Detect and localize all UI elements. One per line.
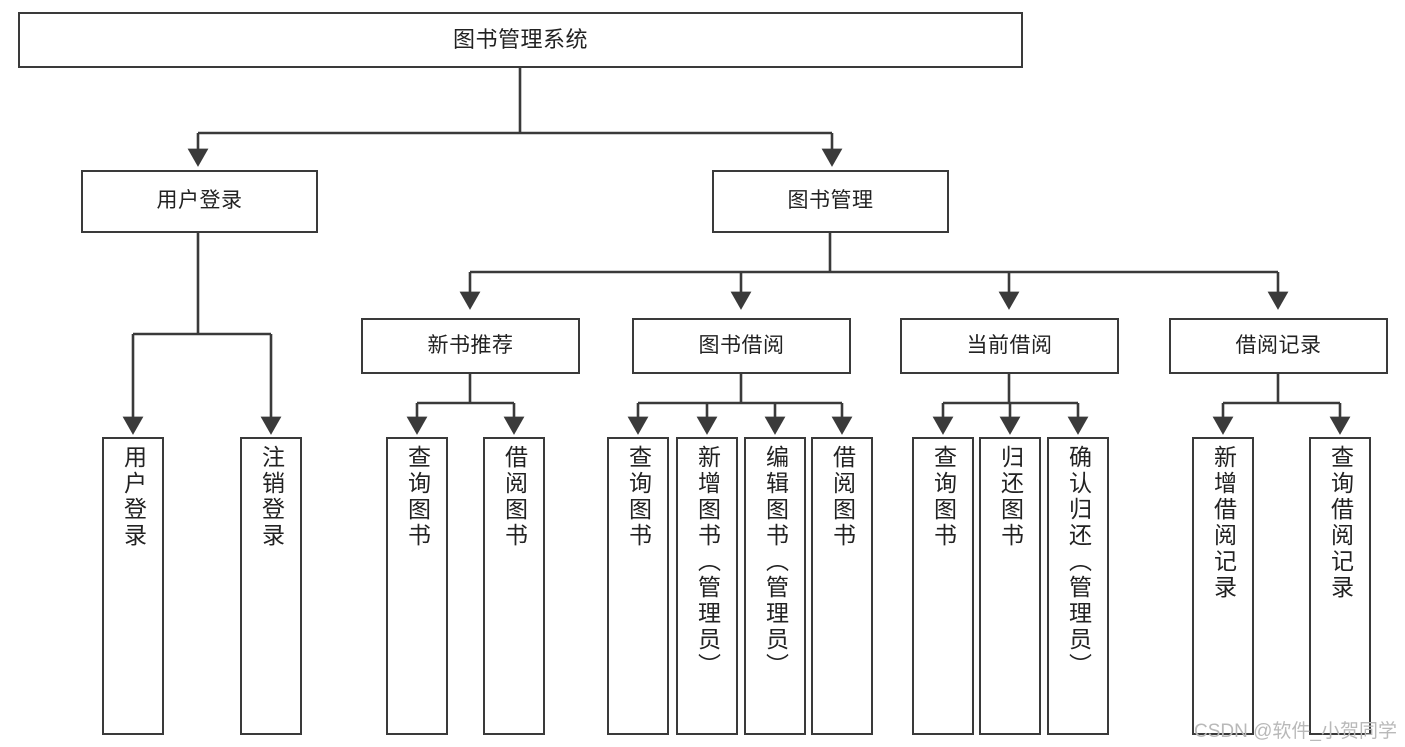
node-book-manage[interactable]: 图书管理 — [712, 170, 949, 233]
node-root[interactable]: 图书管理系统 — [18, 12, 1023, 68]
watermark-text: CSDN @软件_小贺同学 — [1194, 721, 1397, 742]
node-leaf-confirm-return-label: 确认归还（管理员） — [1065, 445, 1092, 679]
node-user-login[interactable]: 用户登录 — [81, 170, 318, 233]
node-leaf-return-book-label: 归还图书 — [997, 445, 1024, 549]
node-leaf-add-book-label: 新增图书（管理员） — [694, 445, 721, 679]
node-leaf-logout[interactable]: 注销登录 — [240, 437, 302, 735]
node-leaf-borrow-book-2[interactable]: 借阅图书 — [811, 437, 873, 735]
node-leaf-add-book[interactable]: 新增图书（管理员） — [676, 437, 738, 735]
node-leaf-query-book-2-label: 查询图书 — [625, 445, 652, 549]
node-leaf-user-login[interactable]: 用户登录 — [102, 437, 164, 735]
node-book-borrow-label: 图书借阅 — [698, 333, 785, 357]
node-leaf-query-record[interactable]: 查询借阅记录 — [1309, 437, 1371, 735]
node-book-borrow[interactable]: 图书借阅 — [632, 318, 851, 374]
node-leaf-return-book[interactable]: 归还图书 — [979, 437, 1041, 735]
node-leaf-query-book-1-label: 查询图书 — [404, 445, 431, 549]
node-current-borrow-label: 当前借阅 — [966, 333, 1053, 357]
node-current-borrow[interactable]: 当前借阅 — [900, 318, 1119, 374]
node-leaf-add-record-label: 新增借阅记录 — [1210, 445, 1237, 601]
node-leaf-query-record-label: 查询借阅记录 — [1327, 445, 1354, 601]
node-leaf-logout-label: 注销登录 — [258, 445, 285, 549]
node-user-login-label: 用户登录 — [156, 189, 243, 213]
node-leaf-add-record[interactable]: 新增借阅记录 — [1192, 437, 1254, 735]
node-borrow-record[interactable]: 借阅记录 — [1169, 318, 1388, 374]
node-new-book-recommend[interactable]: 新书推荐 — [361, 318, 580, 374]
node-leaf-query-book-3[interactable]: 查询图书 — [912, 437, 974, 735]
node-leaf-user-login-label: 用户登录 — [120, 445, 147, 549]
node-leaf-query-book-2[interactable]: 查询图书 — [607, 437, 669, 735]
node-leaf-query-book-1[interactable]: 查询图书 — [386, 437, 448, 735]
node-new-book-recommend-label: 新书推荐 — [427, 333, 514, 357]
node-leaf-borrow-book-1-label: 借阅图书 — [501, 445, 528, 549]
node-leaf-query-book-3-label: 查询图书 — [930, 445, 957, 549]
node-borrow-record-label: 借阅记录 — [1235, 333, 1322, 357]
node-leaf-borrow-book-2-label: 借阅图书 — [829, 445, 856, 549]
node-leaf-edit-book-label: 编辑图书（管理员） — [762, 445, 789, 679]
node-leaf-confirm-return[interactable]: 确认归还（管理员） — [1047, 437, 1109, 735]
node-leaf-edit-book[interactable]: 编辑图书（管理员） — [744, 437, 806, 735]
node-root-label: 图书管理系统 — [452, 27, 588, 53]
node-book-manage-label: 图书管理 — [787, 189, 874, 213]
node-leaf-borrow-book-1[interactable]: 借阅图书 — [483, 437, 545, 735]
